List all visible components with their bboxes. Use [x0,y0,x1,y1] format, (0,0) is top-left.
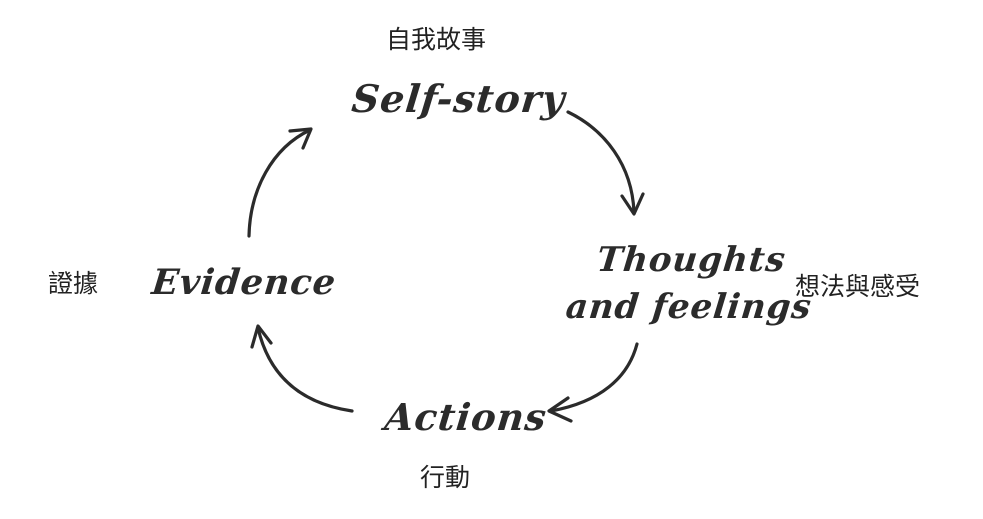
self-story-label: Self-story [349,76,568,121]
arrowhead-evidence-to-self-story [288,127,313,150]
arrowhead-self-story-to-thoughts [620,192,645,216]
arrowhead-actions-to-evidence [250,324,273,349]
arrow-evidence-to-self-story [247,128,312,238]
self-story-zh-label: 自我故事 [386,25,487,54]
actions-zh-label: 行動 [420,463,471,492]
arrow-actions-to-evidence [256,326,354,413]
arrow-self-story-to-thoughts [566,110,636,214]
actions-label: Actions [382,395,550,439]
feelings-label: and feelings [563,287,814,327]
arrow-thoughts-to-actions [549,342,639,413]
evidence-label: Evidence [149,262,339,303]
thoughts-feelings-zh-label: 想法與感受 [795,272,921,301]
evidence-zh-label: 證據 [48,269,99,298]
thoughts-label: Thoughts [594,240,788,280]
arrowhead-thoughts-to-actions [547,396,573,423]
